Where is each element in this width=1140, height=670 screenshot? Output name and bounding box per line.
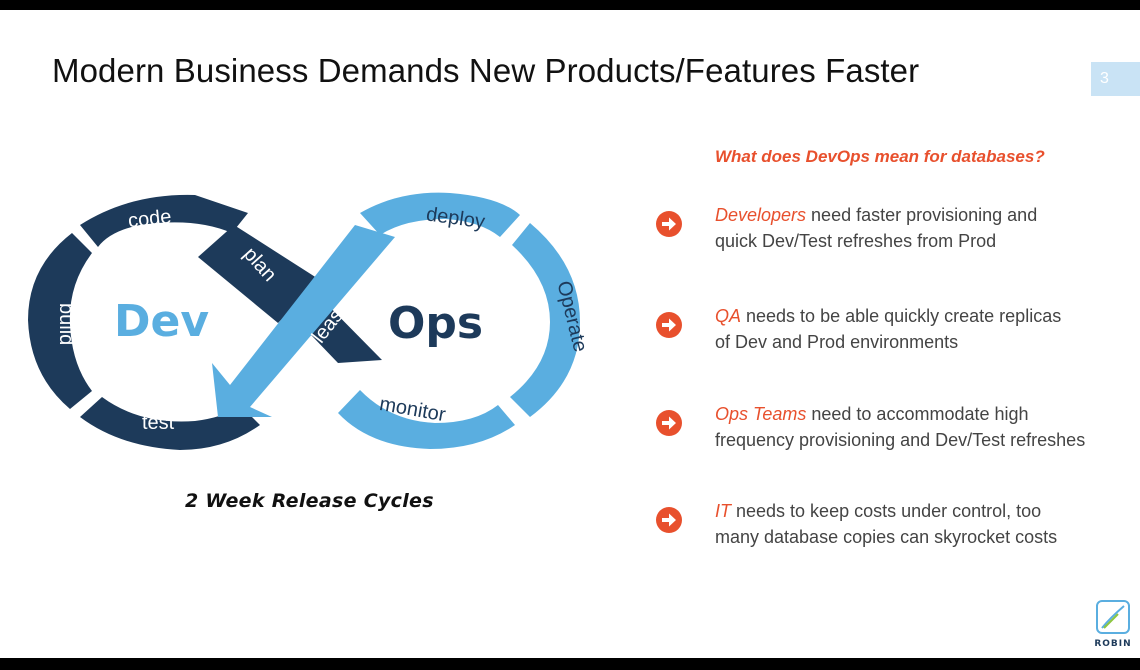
build-segment xyxy=(28,233,92,409)
release-arrow xyxy=(212,225,395,417)
deploy-segment xyxy=(360,192,520,237)
diagram-caption: 2 Week Release Cycles xyxy=(185,490,434,512)
arrow-circle-icon xyxy=(656,211,682,237)
stage-label-test: test xyxy=(142,412,175,434)
operate-segment xyxy=(510,223,580,417)
point-subject: QA xyxy=(715,306,742,326)
point-subject: Developers xyxy=(715,205,807,225)
test-segment xyxy=(80,397,260,450)
point-text: Ops Teams need to accommodate high frequ… xyxy=(715,401,1085,453)
point-line2: of Dev and Prod environments xyxy=(715,332,959,352)
point-subject: IT xyxy=(715,501,731,521)
slide-title: Modern Business Demands New Products/Fea… xyxy=(52,52,920,89)
monitor-segment xyxy=(338,390,515,449)
plan-segment xyxy=(198,225,320,323)
point-line1: needs to keep costs under control, too xyxy=(731,501,1042,521)
arrow-circle-icon xyxy=(656,507,682,533)
point-line2: frequency provisioning and Dev/Test refr… xyxy=(715,430,1086,450)
robin-logo-text: ROBIN xyxy=(1094,639,1131,649)
robin-logo: ROBIN xyxy=(1094,600,1131,649)
arrow-circle-icon xyxy=(656,410,682,436)
dev-label: Dev xyxy=(114,296,209,347)
question-heading: What does DevOps mean for databases? xyxy=(715,147,1045,166)
point-line1: need to accommodate high xyxy=(806,404,1029,424)
page-number: 3 xyxy=(1091,62,1140,96)
devops-infinity-diagram: code plan build test release deploy Oper… xyxy=(28,192,590,450)
point-subject: Ops Teams xyxy=(715,404,807,424)
point-text: IT needs to keep costs under control, to… xyxy=(715,498,1057,550)
code-segment xyxy=(80,194,248,247)
ops-label: Ops xyxy=(388,298,483,349)
point-line2: quick Dev/Test refreshes from Prod xyxy=(715,231,997,251)
point-text: Developers need faster provisioning and … xyxy=(715,202,1037,254)
slide: Modern Business Demands New Products/Fea… xyxy=(0,10,1140,658)
point-line1: needs to be able quickly create replicas xyxy=(741,306,1062,326)
point-text: QA needs to be able quickly create repli… xyxy=(715,303,1061,355)
point-line1: need faster provisioning and xyxy=(806,205,1038,225)
arrow-circle-icon xyxy=(656,312,682,338)
stage-label-code: code xyxy=(127,206,172,232)
point-line2: many database copies can skyrocket costs xyxy=(715,527,1058,547)
ops-loop xyxy=(212,192,580,449)
stage-label-build: build xyxy=(55,303,77,345)
